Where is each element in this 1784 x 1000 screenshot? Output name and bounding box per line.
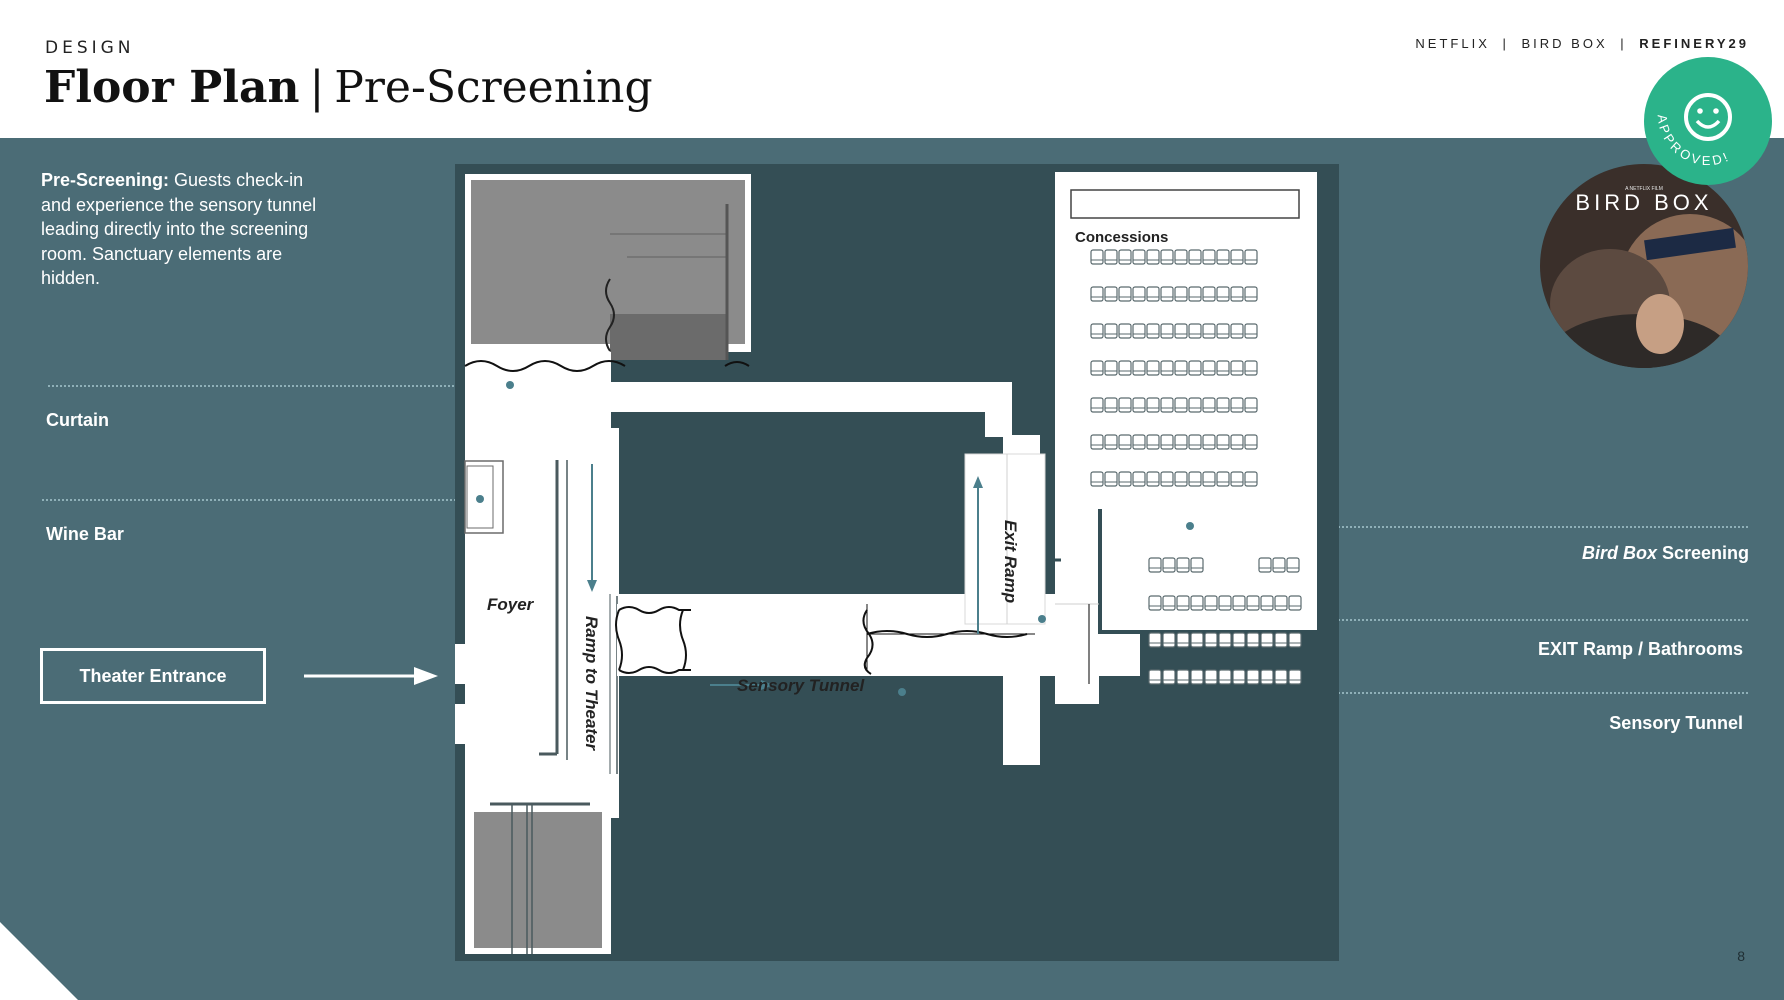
description-body: Guests check-in and experience the senso… bbox=[41, 170, 317, 288]
approved-badge: APPROVED! bbox=[1644, 57, 1772, 185]
brand-refinery29: REFINERY29 bbox=[1639, 36, 1749, 51]
entrance-arrow bbox=[304, 667, 438, 685]
poster-subtitle: A NETFLIX FILM bbox=[1625, 186, 1663, 192]
theater-entrance-box: Theater Entrance bbox=[40, 648, 266, 704]
curtain-leader bbox=[48, 385, 510, 387]
wine-bar-leader bbox=[42, 499, 480, 501]
page-title: Floor Plan|Pre-Screening bbox=[44, 62, 653, 113]
brand-birdbox: BIRD BOX bbox=[1521, 36, 1608, 51]
bird-box-screening-label: Bird Box Screening bbox=[1582, 543, 1749, 564]
title-sub: Pre-Screening bbox=[334, 62, 653, 113]
wine-bar-label: Wine Bar bbox=[46, 524, 124, 544]
brand-netflix: NETFLIX bbox=[1415, 36, 1490, 51]
bird-box-poster: A NETFLIX FILM BIRD BOX bbox=[1540, 164, 1748, 368]
section-kicker: DESIGN bbox=[45, 38, 135, 58]
bird-box-italic: Bird Box bbox=[1581, 543, 1657, 563]
header: DESIGN Floor Plan|Pre-Screening NETFLIX … bbox=[0, 0, 1784, 138]
exit-ramp-leader bbox=[1042, 619, 1748, 621]
screening-leader bbox=[1190, 526, 1748, 528]
curtain-label: Curtain bbox=[46, 410, 109, 430]
sensory-tunnel-label: Sensory Tunnel bbox=[1609, 713, 1743, 733]
ramp-to-theater-label: Ramp to Theater bbox=[582, 616, 601, 752]
brand-line: NETFLIX | BIRD BOX | REFINERY29 bbox=[1415, 36, 1749, 51]
smiley-icon bbox=[1684, 93, 1732, 141]
foyer-area bbox=[465, 352, 611, 822]
title-separator: | bbox=[309, 62, 325, 113]
page-number: 8 bbox=[1737, 948, 1745, 964]
description: Pre-Screening: Guests check-in and exper… bbox=[41, 168, 331, 291]
poster-title: BIRD BOX bbox=[1575, 190, 1712, 215]
concessions-label: Concessions bbox=[1075, 229, 1168, 246]
title-bold: Floor Plan bbox=[44, 62, 300, 113]
sensory-tunnel-plan-label: Sensory Tunnel bbox=[737, 676, 865, 695]
brand-separator: | bbox=[1620, 36, 1627, 51]
floor-plan: Concessions Foyer Sensory Tunnel Ramp to… bbox=[455, 164, 1339, 961]
wine-bar bbox=[464, 460, 504, 534]
corner-decoration bbox=[0, 922, 78, 1000]
exit-ramp-plan-label: Exit Ramp bbox=[1001, 520, 1020, 603]
description-lead: Pre-Screening: bbox=[41, 170, 170, 190]
screening-text: Screening bbox=[1656, 543, 1749, 563]
exit-ramp-bathrooms-label: EXIT Ramp / Bathrooms bbox=[1537, 639, 1743, 659]
foyer-label: Foyer bbox=[487, 595, 535, 614]
brand-separator: | bbox=[1502, 36, 1509, 51]
content-band: Pre-Screening: Guests check-in and exper… bbox=[0, 138, 1784, 1000]
